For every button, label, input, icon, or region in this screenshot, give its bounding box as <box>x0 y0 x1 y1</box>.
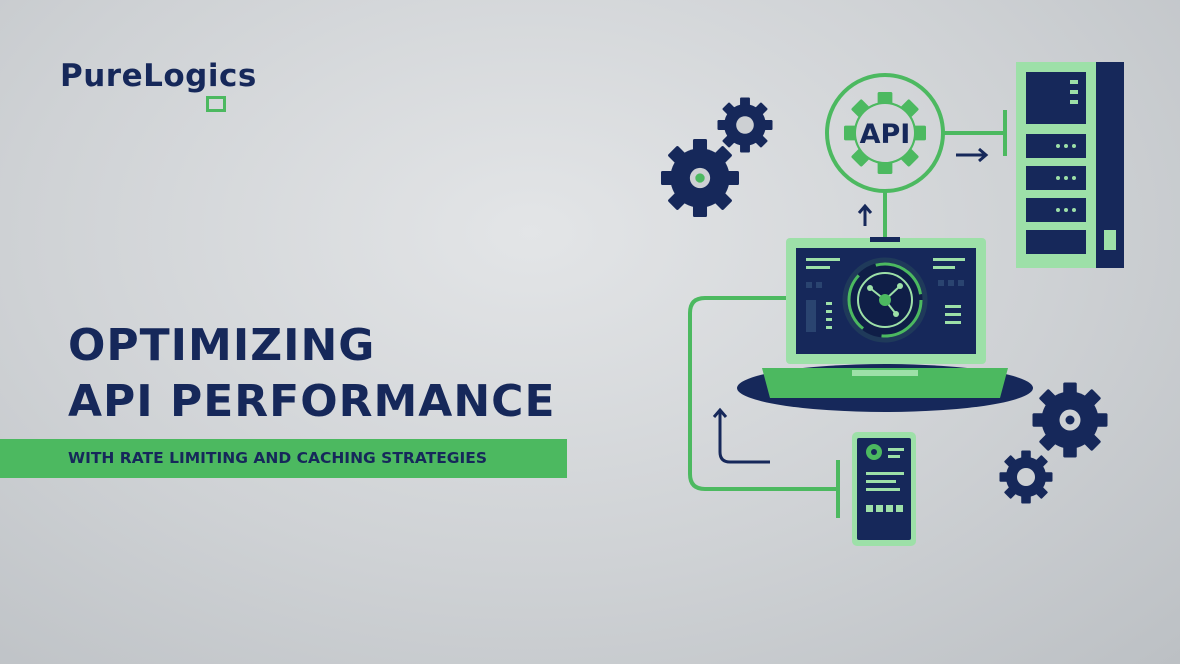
brand-logo: PureLogics <box>60 58 257 94</box>
laptop-icon <box>762 237 1008 398</box>
logo-accent-icon <box>206 96 226 112</box>
api-gear-icon: API <box>825 73 945 193</box>
arrow-up-icon <box>712 407 770 464</box>
arrow-up-icon <box>857 203 873 226</box>
page-title: OPTIMIZING API PERFORMANCE <box>68 318 556 430</box>
gear-icon <box>999 450 1053 504</box>
smartphone-icon <box>852 432 916 546</box>
gear-icon <box>717 97 773 153</box>
server-rack-icon <box>1016 62 1124 268</box>
api-label: API <box>860 119 911 150</box>
gear-icon <box>1032 382 1108 458</box>
brand-name: PureLogics <box>60 58 257 94</box>
subtitle-text: WITH RATE LIMITING AND CACHING STRATEGIE… <box>68 449 488 467</box>
gear-icon <box>661 139 739 217</box>
title-line-2: API PERFORMANCE <box>68 376 556 427</box>
arrow-right-icon <box>956 147 989 163</box>
location-pin-icon <box>866 444 882 460</box>
subtitle-ribbon: WITH RATE LIMITING AND CACHING STRATEGIE… <box>0 439 567 478</box>
title-line-1: OPTIMIZING <box>68 320 376 371</box>
